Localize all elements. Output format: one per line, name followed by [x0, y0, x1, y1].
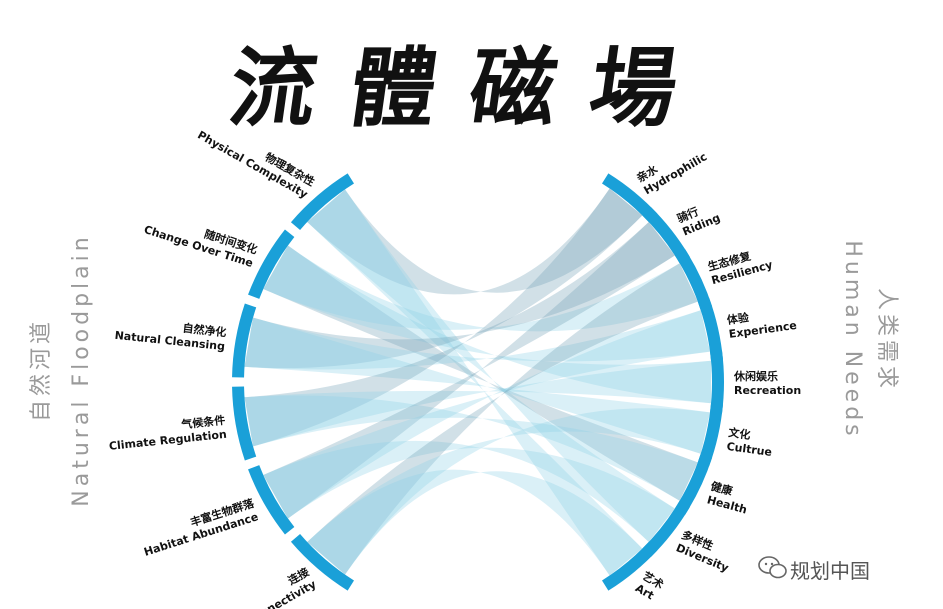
link-9	[244, 188, 643, 447]
right-label-5-cn: 文化	[728, 425, 752, 442]
right-arc-4	[710, 350, 724, 414]
right-label-4-en: Recreation	[734, 384, 801, 397]
link-6	[244, 222, 675, 369]
left-arc-2	[232, 303, 257, 378]
watermark-text: 规划中国	[790, 559, 870, 583]
link-7	[244, 310, 711, 370]
link-14	[263, 440, 675, 542]
left-group-en: Natural Floodplain	[69, 233, 94, 506]
wechat-icon	[758, 556, 787, 579]
right-label-5-en: Cultrue	[726, 440, 773, 459]
link-15	[307, 263, 698, 575]
link-3	[263, 245, 698, 501]
left-arc-1	[248, 229, 295, 299]
link-12	[263, 222, 675, 519]
right-group-en: Human Needs	[840, 240, 865, 439]
link-4	[263, 245, 712, 404]
link-13	[263, 310, 711, 519]
left-arc-5	[290, 533, 355, 591]
link-17	[307, 408, 711, 575]
left-arc-4	[248, 465, 295, 535]
link-0	[307, 188, 643, 295]
link-1	[307, 189, 643, 576]
link-10	[244, 360, 712, 447]
left-arc-0	[290, 173, 355, 231]
left-label-2-cn: 自然净化	[182, 321, 227, 339]
link-8	[244, 317, 711, 454]
link-5	[263, 245, 698, 332]
left-label-5-en: Connectivity	[244, 578, 318, 609]
link-16	[307, 469, 643, 576]
left-arc-3	[232, 386, 257, 461]
side-labels-layer: 自然河道 Natural Floodplain 人类需求 Human Needs	[29, 233, 899, 506]
left-label-3-cn: 气候条件	[180, 413, 226, 432]
right-label-3-cn: 体验	[726, 310, 751, 327]
left-label-3-en: Climate Regulation	[108, 428, 227, 453]
link-2	[307, 189, 675, 542]
arcs-layer	[232, 173, 724, 591]
right-label-6-cn: 健康	[709, 479, 735, 499]
left-group-cn: 自然河道	[29, 318, 54, 422]
right-group-cn: 人类需求	[874, 288, 899, 392]
links-layer	[244, 188, 712, 576]
right-label-4-cn: 休闲娱乐	[733, 369, 778, 383]
right-arc-8	[601, 541, 658, 591]
link-11	[244, 395, 698, 501]
